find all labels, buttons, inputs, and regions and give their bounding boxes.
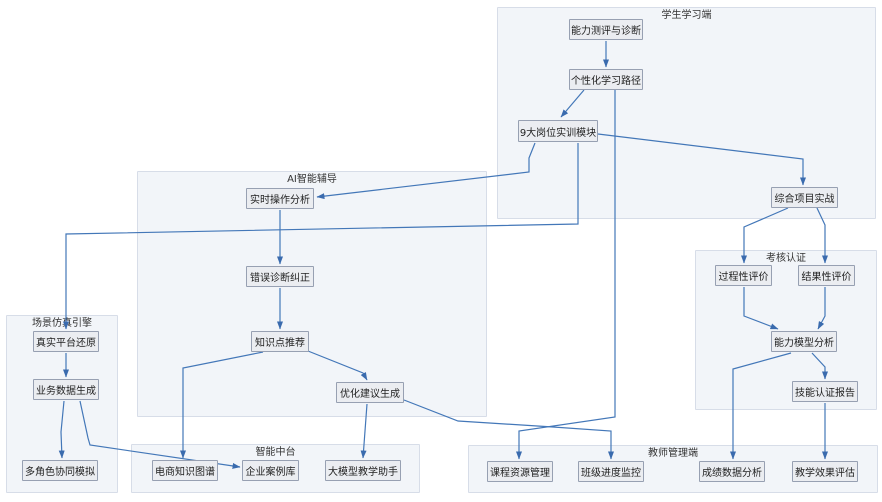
node-personalized-path: 个性化学习路径 xyxy=(569,69,643,90)
group-scene-engine-title: 场景仿真引擎 xyxy=(32,318,92,329)
node-error-diagnosis: 错误诊断纠正 xyxy=(246,266,314,287)
node-llm-teaching-assistant: 大模型教学助手 xyxy=(325,460,401,481)
group-ai-tutoring-title: AI智能辅导 xyxy=(287,174,337,185)
group-teacher-side-title: 教师管理端 xyxy=(648,448,698,459)
node-multi-role-simulation: 多角色协同模拟 xyxy=(22,460,98,481)
node-enterprise-case-library: 企业案例库 xyxy=(242,460,299,481)
node-capability-assessment: 能力测评与诊断 xyxy=(569,19,643,40)
node-ecommerce-knowledge-graph: 电商知识图谱 xyxy=(152,460,218,481)
node-realtime-operation-analysis: 实时操作分析 xyxy=(246,188,314,209)
node-ability-model-analysis: 能力模型分析 xyxy=(771,331,837,352)
node-process-evaluation: 过程性评价 xyxy=(715,265,772,286)
group-assessment-cert-title: 考核认证 xyxy=(766,253,806,264)
node-job-training-modules: 9大岗位实训模块 xyxy=(518,120,598,142)
node-result-evaluation: 结果性评价 xyxy=(798,265,855,286)
node-knowledge-recommendation: 知识点推荐 xyxy=(251,331,309,352)
node-business-data-generation: 业务数据生成 xyxy=(33,379,99,400)
group-smart-platform-title: 智能中台 xyxy=(255,447,296,458)
group-student-side-title: 学生学习端 xyxy=(661,10,712,21)
node-score-data-analysis: 成绩数据分析 xyxy=(699,461,765,482)
node-optimization-suggestion: 优化建议生成 xyxy=(336,382,404,403)
node-course-resource-management: 课程资源管理 xyxy=(487,461,553,482)
node-class-progress-monitoring: 班级进度监控 xyxy=(578,461,644,482)
node-comprehensive-project: 综合项目实战 xyxy=(771,187,838,208)
node-platform-restore: 真实平台还原 xyxy=(33,331,99,352)
node-teaching-effect-evaluation: 教学效果评估 xyxy=(792,461,858,482)
node-skill-certification-report: 技能认证报告 xyxy=(792,381,858,402)
